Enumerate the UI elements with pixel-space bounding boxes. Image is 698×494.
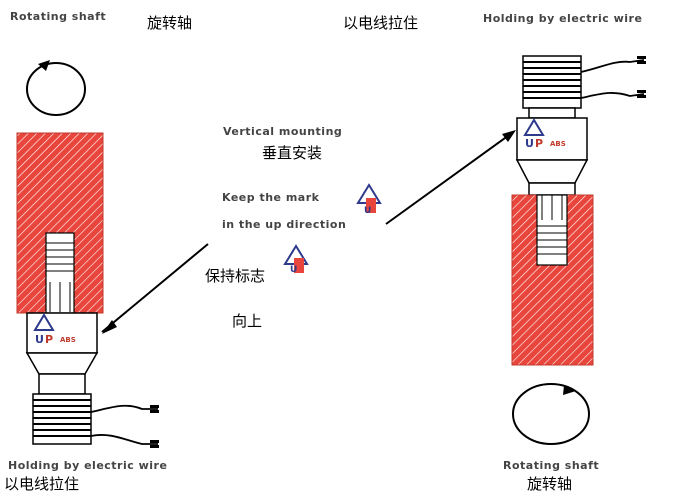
svg-text:U: U: [364, 206, 371, 216]
connector-arrow-left: [101, 243, 209, 334]
left-electric-wires: [90, 404, 158, 445]
right-rotation-arrow-icon: [512, 383, 590, 445]
center-english-label-1: Vertical mounting: [223, 125, 343, 138]
right-bottom-english-label: Rotating shaft: [503, 459, 600, 472]
left-wire-terminals: [150, 405, 159, 448]
right-top-english-label: Holding by electric wire: [483, 12, 643, 25]
center-up-mark-icon-2: U: [283, 244, 309, 275]
left-bottom-chinese-label: 以电线拉住: [4, 475, 80, 493]
svg-text:P: P: [45, 333, 53, 346]
center-up-mark-icon-1: U: [356, 183, 382, 216]
center-chinese-label-2: 保持标志: [205, 267, 266, 285]
right-up-mark-icon: U P ABS: [523, 118, 566, 150]
left-slip-ring-body: [26, 312, 98, 354]
right-bottom-chinese-label: 旋转轴: [527, 475, 573, 493]
svg-text:U: U: [525, 137, 534, 150]
center-english-label-3: in the up direction: [222, 218, 347, 231]
right-top-chinese-label: 以电线拉住: [343, 14, 419, 32]
left-brush-block: [32, 393, 92, 445]
right-assembly: U P ABS: [511, 55, 646, 445]
left-up-mark-icon: U P ABS: [33, 313, 76, 346]
center-chinese-label-1: 垂直安装: [262, 144, 323, 162]
left-rotation-arrow-icon: [26, 60, 86, 116]
svg-text:ABS: ABS: [550, 140, 566, 148]
left-top-chinese-label: 旋转轴: [147, 14, 193, 32]
right-brush-block: [522, 55, 582, 109]
left-bottom-english-label: Holding by electric wire: [8, 459, 168, 472]
svg-text:P: P: [535, 137, 543, 150]
svg-text:ABS: ABS: [60, 336, 76, 344]
left-assembly: U P ABS: [16, 60, 159, 448]
center-english-label-2: Keep the mark: [222, 191, 320, 204]
connector-arrow-right: [385, 130, 516, 225]
right-electric-wires: [580, 59, 645, 99]
svg-text:U: U: [35, 333, 44, 346]
right-slip-ring-body: [516, 117, 588, 161]
center-chinese-label-3: 向上: [232, 312, 263, 330]
right-wire-terminals: [637, 56, 646, 98]
svg-text:U: U: [290, 265, 297, 275]
left-top-english-label: Rotating shaft: [10, 10, 107, 23]
